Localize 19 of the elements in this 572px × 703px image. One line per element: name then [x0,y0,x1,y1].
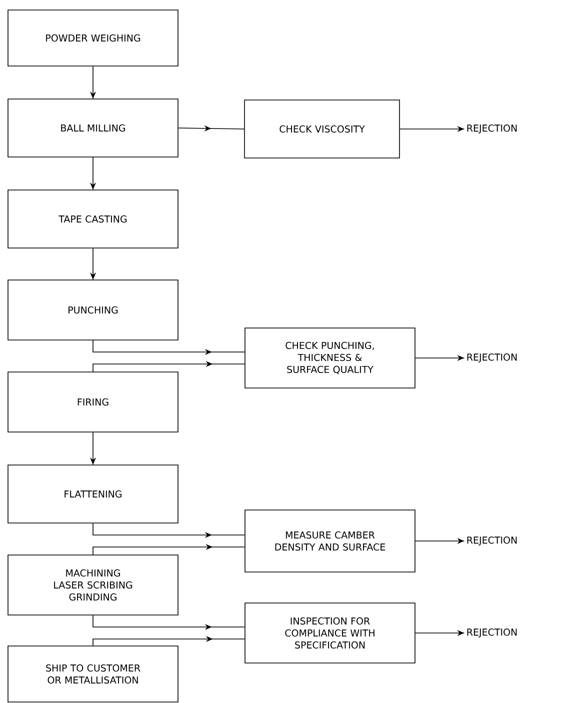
process-box: PUNCHING [8,280,178,340]
inspection-box: CHECK VISCOSITY [244,100,400,158]
process-box: POWDER WEIGHING [8,10,178,66]
process-box: TAPE CASTING [8,190,178,248]
inspection-box: CHECK PUNCHING, THICKNESS & SURFACE QUALITY [244,328,416,388]
arrow [92,360,245,372]
rejection-label: REJECTION [467,354,517,362]
inspection-box: INSPECTION FOR COMPLIANCE WITH SPECIFICATION [244,602,416,664]
arrow [92,636,245,646]
process-box: MACHINING LASER SCRIBING GRINDING [8,554,178,616]
process-box: BALL MILLING [8,98,178,158]
process-box: SHIP TO CUSTOMER OR METALLISATION [8,646,178,702]
rejection-label: REJECTION [467,628,517,638]
inspection-box: MEASURE CAMBER DENSITY AND SURFACE [244,510,416,572]
arrow [92,544,245,555]
process-box: FLATTENING [8,464,178,524]
rejection-label: REJECTION [467,536,517,546]
rejection-label: REJECTION [467,124,517,134]
process-box: FIRING [8,372,178,432]
